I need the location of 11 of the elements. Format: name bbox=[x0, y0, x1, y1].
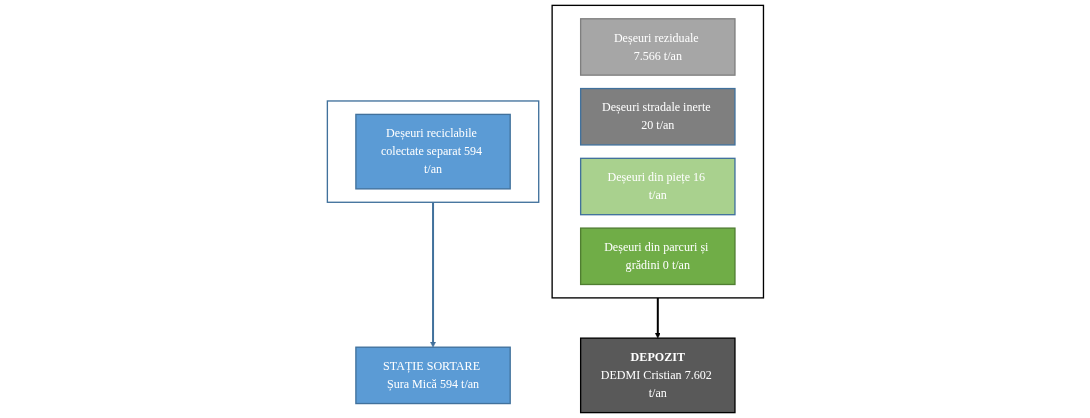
node-box: Deșeuri reciclabile colectate separat 594 t/an bbox=[354, 113, 511, 190]
arrow bbox=[654, 297, 661, 339]
node-box: DEPOZIT DEDMI Cristian 7.602 t/an bbox=[579, 337, 736, 414]
node-box: Deșeuri din parcuri și grădini 0 t/an bbox=[579, 227, 736, 286]
node-box: Deșeuri stradale inerte 20 t/an bbox=[579, 87, 736, 146]
arrow bbox=[429, 202, 436, 348]
node-box: Deșeuri din piețe 16 t/an bbox=[579, 157, 736, 216]
cluster bbox=[551, 4, 764, 299]
node-box: STAȚIE SORTARE Șura Mică 594 t/an bbox=[354, 346, 511, 405]
cluster bbox=[326, 100, 539, 203]
node-box: Deșeuri reziduale 7.566 t/an bbox=[579, 18, 736, 76]
